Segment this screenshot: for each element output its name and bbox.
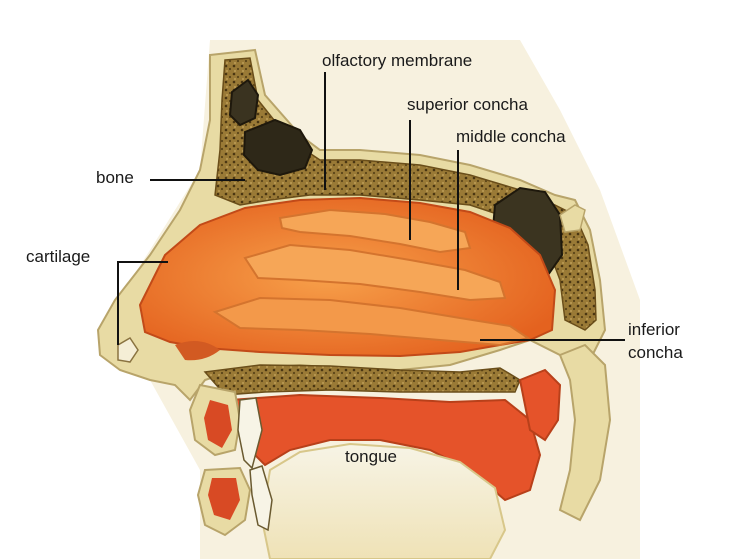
label-bone: bone (96, 168, 134, 187)
label-tongue: tongue (345, 447, 397, 466)
label-middle-concha: middle concha (456, 127, 566, 146)
label-olfactory-membrane: olfactory membrane (322, 51, 472, 70)
label-cartilage: cartilage (26, 247, 90, 266)
label-superior-concha: superior concha (407, 95, 529, 114)
label-inferior-concha-line1: inferior (628, 320, 680, 339)
label-inferior-concha-line2: concha (628, 343, 683, 362)
